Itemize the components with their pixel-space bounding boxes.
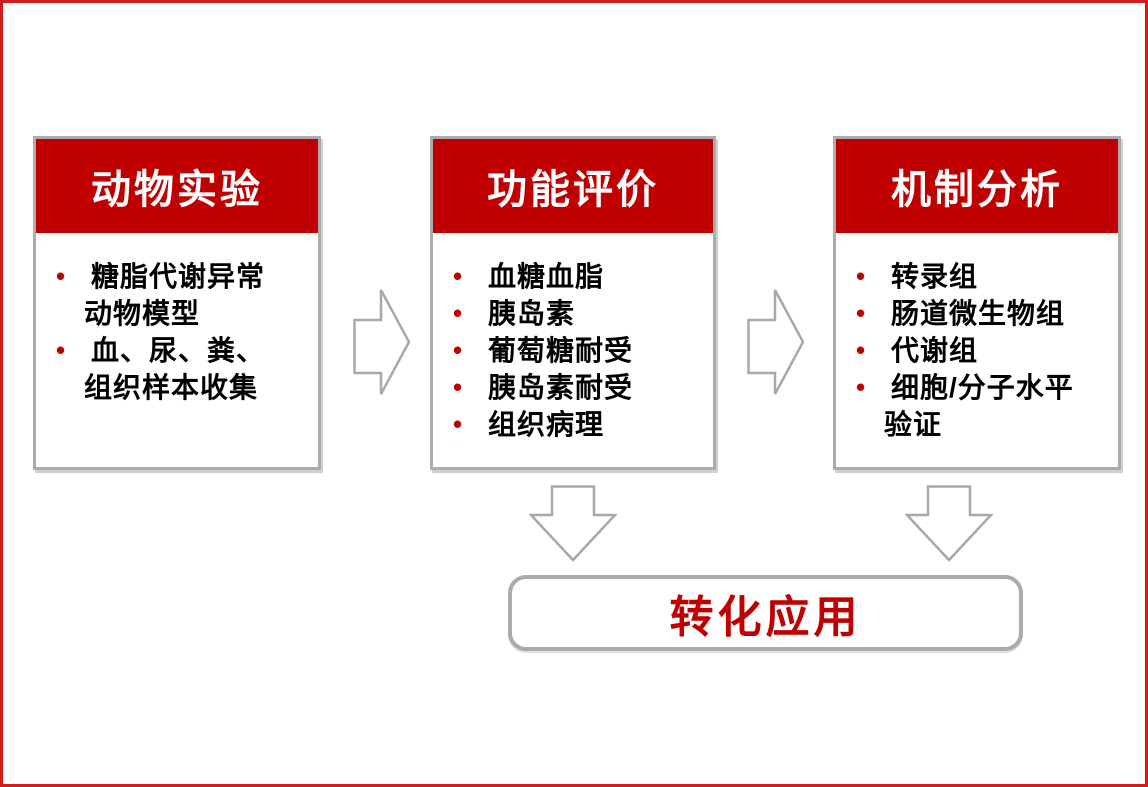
final-box-label: 转化应用 (669, 593, 862, 642)
stage-box-title: 动物实验 (36, 139, 318, 233)
list-item: • 代谢组 (852, 332, 1110, 369)
list-item: • 细胞/分子水平 验证 (852, 369, 1110, 443)
list-item-text: 组织病理 (488, 409, 605, 440)
stage-box-functional-evaluation: 功能评价 • 血糖血脂 • 胰岛素 • 葡萄糖耐受 • 胰岛素耐受 • 组织病理 (430, 136, 716, 470)
stage-box-title: 功能评价 (433, 139, 713, 233)
bullet-icon: • (453, 372, 463, 402)
list-item: • 胰岛素 (449, 295, 705, 332)
final-box-translational-application: 转化应用 (508, 575, 1023, 651)
list-item: • 转录组 (852, 258, 1110, 295)
bullet-icon: • (856, 261, 866, 291)
stage-box-body: • 转录组 • 肠道微生物组 • 代谢组 • 细胞/分子水平 验证 (836, 233, 1118, 443)
list-item-text: 细胞/分子水平 验证 (884, 372, 1074, 440)
bullet-icon: • (56, 261, 66, 291)
list-item-text: 糖脂代谢异常 动物模型 (84, 261, 266, 329)
list-item: • 胰岛素耐受 (449, 369, 705, 406)
stage-box-mechanism-analysis: 机制分析 • 转录组 • 肠道微生物组 • 代谢组 • 细胞/分子水平 验证 (833, 136, 1121, 470)
list-item-text: 胰岛素耐受 (488, 372, 634, 403)
right-arrow-icon (747, 287, 805, 397)
list-item-text: 肠道微生物组 (891, 298, 1066, 329)
bullet-icon: • (856, 298, 866, 328)
list-item: • 肠道微生物组 (852, 295, 1110, 332)
down-arrow-icon (905, 485, 993, 562)
list-item-text: 转录组 (891, 261, 979, 292)
bullet-icon: • (856, 335, 866, 365)
list-item-text: 葡萄糖耐受 (488, 335, 634, 366)
bullet-icon: • (56, 335, 66, 365)
list-item-text: 血、尿、粪、 组织样本收集 (84, 335, 266, 403)
bullet-icon: • (453, 298, 463, 328)
bullet-icon: • (453, 409, 463, 439)
list-item: • 组织病理 (449, 406, 705, 443)
stage-box-title: 机制分析 (836, 139, 1118, 233)
bullet-icon: • (453, 261, 463, 291)
stage-box-body: • 血糖血脂 • 胰岛素 • 葡萄糖耐受 • 胰岛素耐受 • 组织病理 (433, 233, 713, 443)
list-item-text: 血糖血脂 (488, 261, 605, 292)
stage-box-animal-experiment: 动物实验 • 糖脂代谢异常 动物模型 • 血、尿、粪、 组织样本收集 (33, 136, 321, 470)
bullet-icon: • (856, 372, 866, 402)
down-arrow-icon (529, 485, 617, 562)
list-item: • 血糖血脂 (449, 258, 705, 295)
list-item: • 血、尿、粪、 组织样本收集 (52, 332, 310, 406)
stage-box-body: • 糖脂代谢异常 动物模型 • 血、尿、粪、 组织样本收集 (36, 233, 318, 406)
right-arrow-icon (353, 287, 411, 397)
list-item-text: 代谢组 (891, 335, 979, 366)
list-item: • 糖脂代谢异常 动物模型 (52, 258, 310, 332)
list-item: • 葡萄糖耐受 (449, 332, 705, 369)
list-item-text: 胰岛素 (488, 298, 576, 329)
bullet-icon: • (453, 335, 463, 365)
